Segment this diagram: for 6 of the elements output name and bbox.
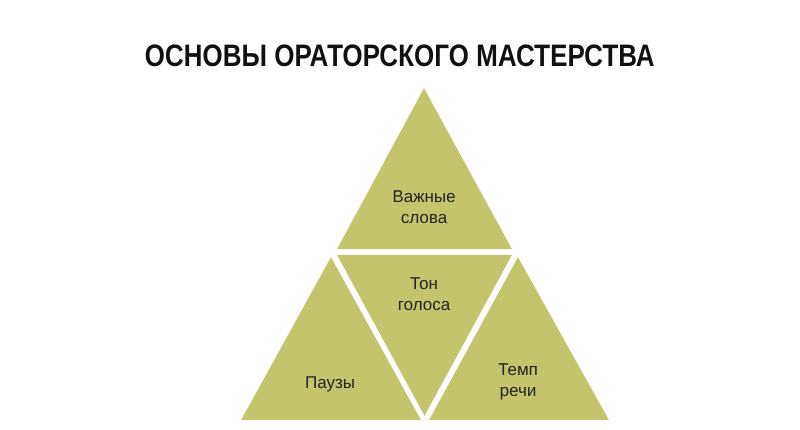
triangle-segment <box>337 88 512 249</box>
segment-label: Темп речи <box>497 359 539 401</box>
diagram-title: ОСНОВЫ ОРАТОРСКОГО МАСТЕРСТВА <box>145 38 655 74</box>
segment-label: Тон голоса <box>396 273 452 315</box>
segment-label: Паузы <box>304 372 356 393</box>
segment-label: Важные слова <box>391 186 457 228</box>
